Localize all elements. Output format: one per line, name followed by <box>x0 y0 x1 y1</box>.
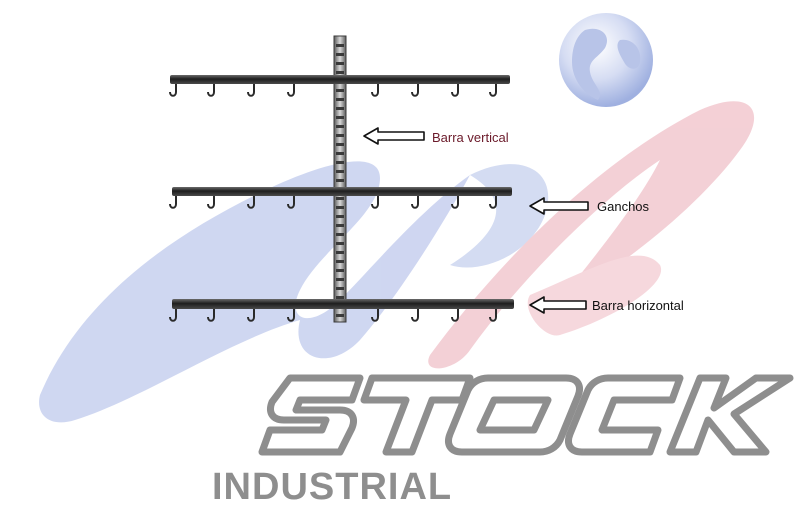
hook <box>411 84 419 97</box>
watermark-swoosh-red <box>428 101 755 369</box>
post-tooth <box>336 134 344 137</box>
post-tooth <box>336 296 344 299</box>
post-tooth <box>336 278 344 281</box>
arrow-hooks <box>529 197 589 215</box>
post-tooth <box>336 107 344 110</box>
post-tooth <box>336 170 344 173</box>
label-horizontal-bar: Barra horizontal <box>592 298 684 313</box>
post-tooth <box>336 233 344 236</box>
hook <box>411 309 419 322</box>
watermark-swoosh-blue-tail <box>450 164 549 268</box>
hooks-top <box>169 84 497 97</box>
hook <box>451 196 459 209</box>
label-vertical-bar: Barra vertical <box>432 130 509 145</box>
hook <box>371 309 379 322</box>
watermark-swoosh-red-hook <box>527 255 662 336</box>
post-tooth <box>336 251 344 254</box>
post-tooth <box>336 206 344 209</box>
post-tooth <box>336 242 344 245</box>
post-tooth <box>336 161 344 164</box>
hook <box>451 309 459 322</box>
hook <box>207 309 215 322</box>
hook <box>169 84 177 97</box>
brand-letter-o <box>445 374 583 456</box>
post-tooth <box>336 98 344 101</box>
watermark-swoosh-blue <box>39 161 470 423</box>
vertical-bar <box>333 35 347 323</box>
brand-stock-logo <box>258 374 794 456</box>
post-tooth <box>336 260 344 263</box>
arrow-horizontal-bar <box>529 296 587 314</box>
post-tooth <box>336 314 344 317</box>
post-tooth <box>336 44 344 47</box>
hook <box>247 196 255 209</box>
post-tooth <box>336 152 344 155</box>
post-tooth <box>336 62 344 65</box>
post-tooth <box>336 53 344 56</box>
post-tooth <box>336 179 344 182</box>
post-tooth <box>336 125 344 128</box>
hook <box>287 196 295 209</box>
hook <box>247 309 255 322</box>
globe-icon <box>559 13 653 107</box>
arrow-vertical-bar <box>363 127 425 145</box>
hook <box>247 84 255 97</box>
hook <box>489 309 497 322</box>
brand-letter-s <box>258 374 364 456</box>
hook <box>287 309 295 322</box>
hook <box>207 84 215 97</box>
post-tooth <box>336 224 344 227</box>
brand-letter-k <box>666 374 794 456</box>
brand-letter-c <box>565 374 684 456</box>
horizontal-bar-top <box>169 75 510 97</box>
horizontal-bar-bottom <box>169 299 514 322</box>
post-tooth <box>336 269 344 272</box>
post-tooth <box>336 287 344 290</box>
hook <box>169 309 177 322</box>
post-tooth <box>336 71 344 74</box>
hook <box>451 84 459 97</box>
hook <box>489 84 497 97</box>
hook <box>371 196 379 209</box>
watermark-logo <box>39 101 755 423</box>
arrow-left-icon <box>363 127 589 314</box>
post-tooth <box>336 215 344 218</box>
post-tooth <box>336 197 344 200</box>
hook <box>411 196 419 209</box>
hook <box>169 196 177 209</box>
hook <box>287 84 295 97</box>
hook <box>207 196 215 209</box>
brand-subtitle: INDUSTRIAL <box>212 466 453 508</box>
post-tooth <box>336 89 344 92</box>
horizontal-bar-middle <box>169 187 512 209</box>
hook <box>489 196 497 209</box>
post-tooth <box>336 116 344 119</box>
hook <box>371 84 379 97</box>
label-hooks: Ganchos <box>597 199 650 214</box>
post-tooth <box>336 143 344 146</box>
hooks-bottom <box>169 309 497 322</box>
hooks-middle <box>169 196 497 209</box>
